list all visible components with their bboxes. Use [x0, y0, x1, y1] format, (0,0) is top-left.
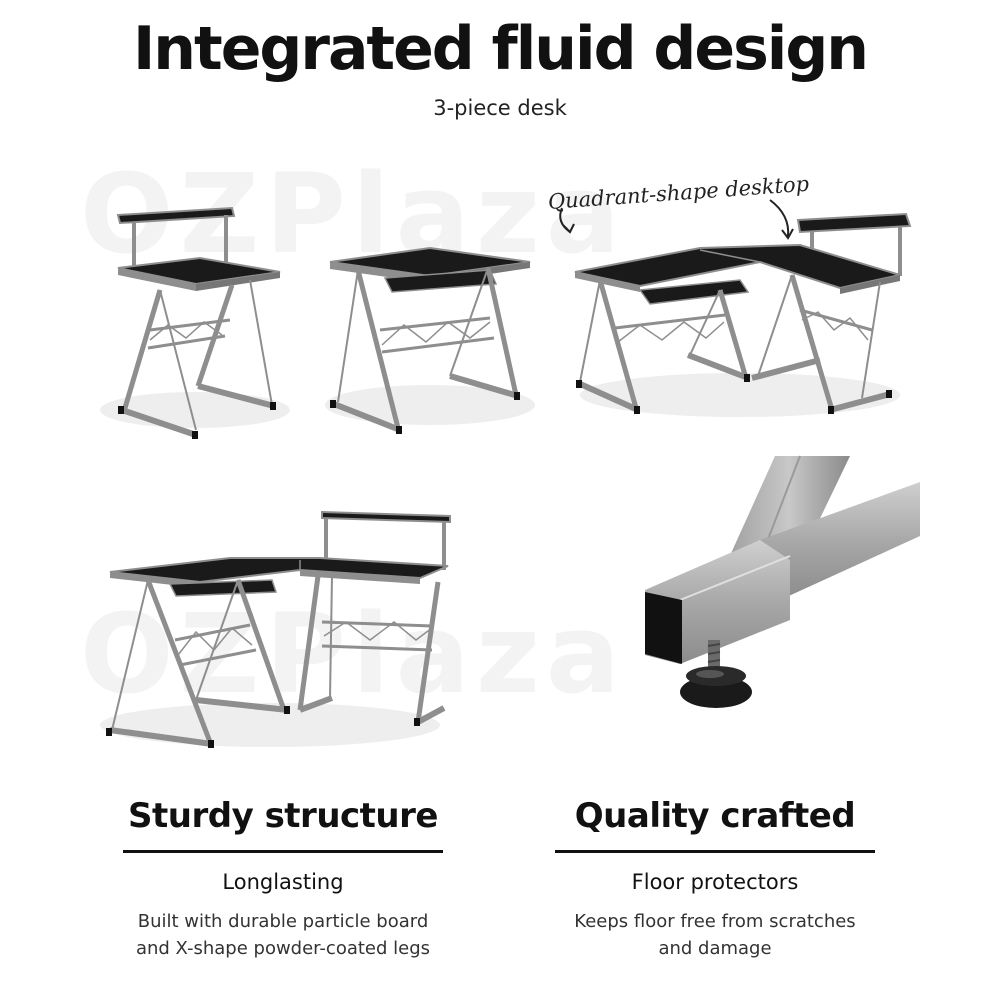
page-subtitle: 3-piece desk [433, 96, 567, 120]
feature-heading-sturdy: Sturdy structure [128, 796, 438, 836]
feature-body-line2-right: and damage [658, 938, 772, 959]
feature-body-line1-left: Built with durable particle board [137, 911, 429, 932]
feature-divider-right [555, 850, 875, 853]
watermark-bottom: OZPlaza [80, 590, 627, 718]
feature-subheading-longlasting: Longlasting [222, 870, 344, 894]
page-title: Integrated fluid design [132, 14, 869, 84]
feature-subheading-floor-protectors: Floor protectors [631, 870, 799, 894]
feature-body-line1-right: Keeps floor free from scratches [574, 911, 856, 932]
feature-heading-quality: Quality crafted [574, 796, 856, 836]
feature-divider-left [123, 850, 443, 853]
feature-body-line2-left: and X-shape powder-coated legs [135, 938, 431, 959]
